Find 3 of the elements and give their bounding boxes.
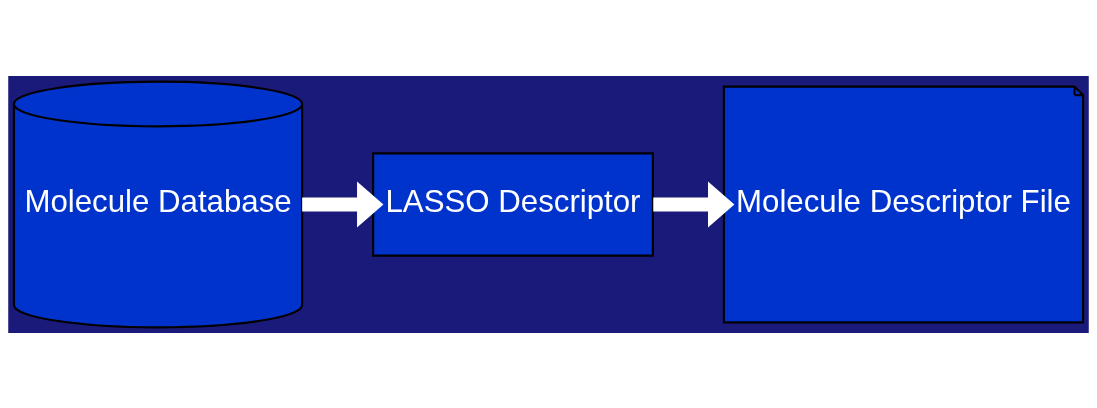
arrow <box>302 180 384 228</box>
node-box: LASSO Descriptor <box>372 151 654 257</box>
arrow <box>653 180 735 228</box>
